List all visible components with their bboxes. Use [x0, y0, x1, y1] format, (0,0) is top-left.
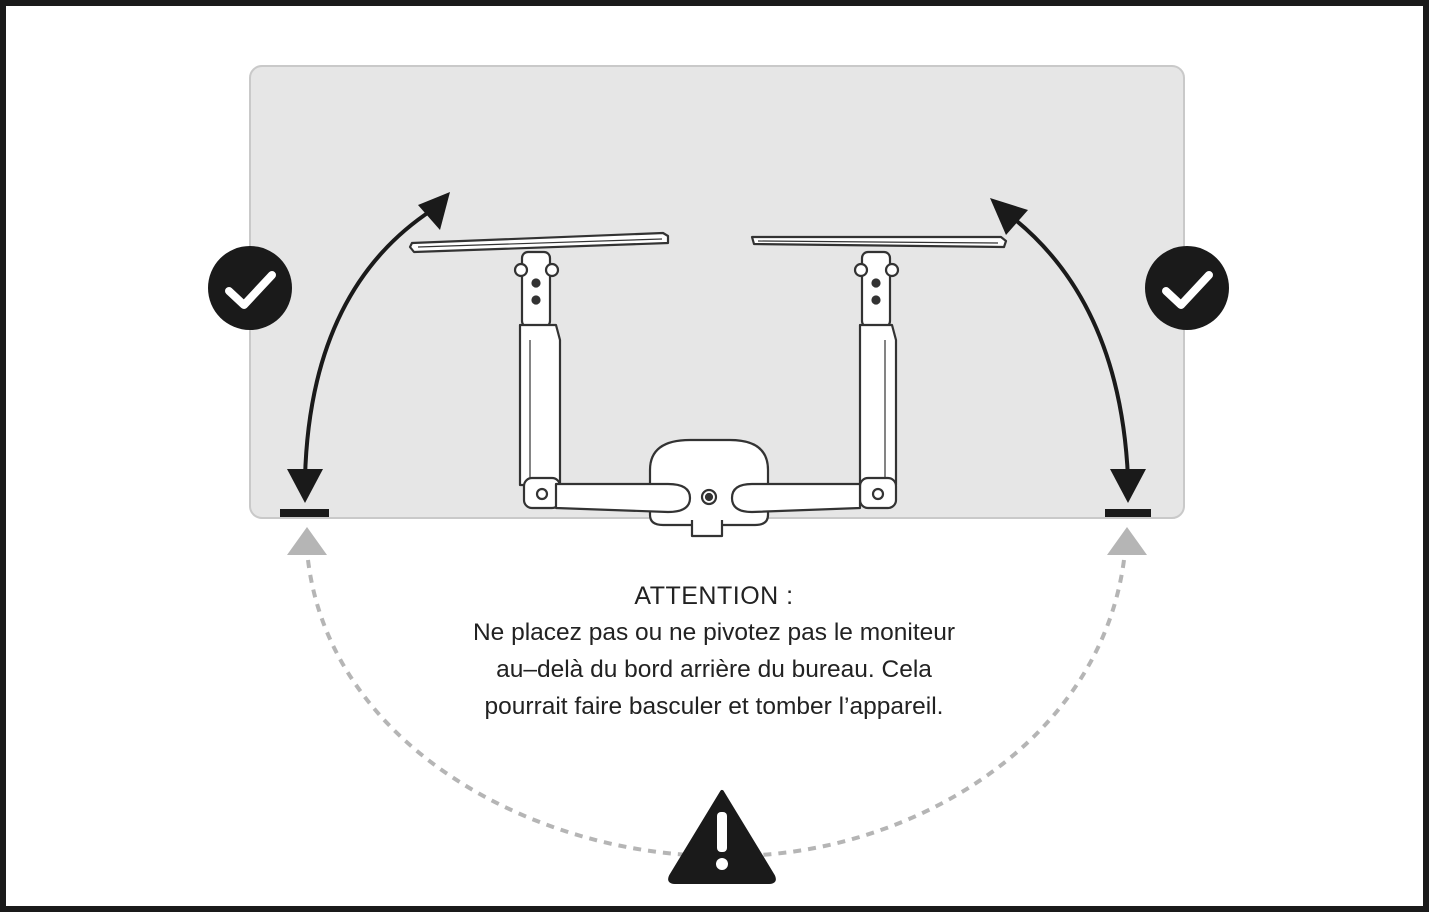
- right-edge-marker: [1105, 509, 1151, 517]
- right-arm-horizontal: [730, 482, 862, 514]
- warning-title: ATTENTION :: [634, 582, 794, 610]
- checkmark-icon: [225, 271, 276, 309]
- left-check-badge: [208, 246, 292, 330]
- warning-message: ATTENTION : Ne placez pas ou ne pivotez …: [414, 578, 1014, 725]
- left-arm-horizontal: [554, 482, 692, 514]
- right-arm-vertical: [858, 323, 898, 487]
- left-allowed-rotation-arrow: [287, 192, 450, 503]
- left-arm-vertical: [518, 323, 562, 487]
- left-edge-marker: [280, 509, 329, 517]
- warning-body: Ne placez pas ou ne pivotez pas le monit…: [472, 619, 956, 720]
- checkmark-icon: [1162, 271, 1213, 309]
- forbidden-rotation-arc: [287, 527, 1147, 857]
- right-check-badge: [1145, 246, 1229, 330]
- warning-triangle-icon: [668, 790, 776, 884]
- right-allowed-rotation-arrow: [990, 198, 1146, 503]
- dual-monitor-arm: [408, 231, 1008, 538]
